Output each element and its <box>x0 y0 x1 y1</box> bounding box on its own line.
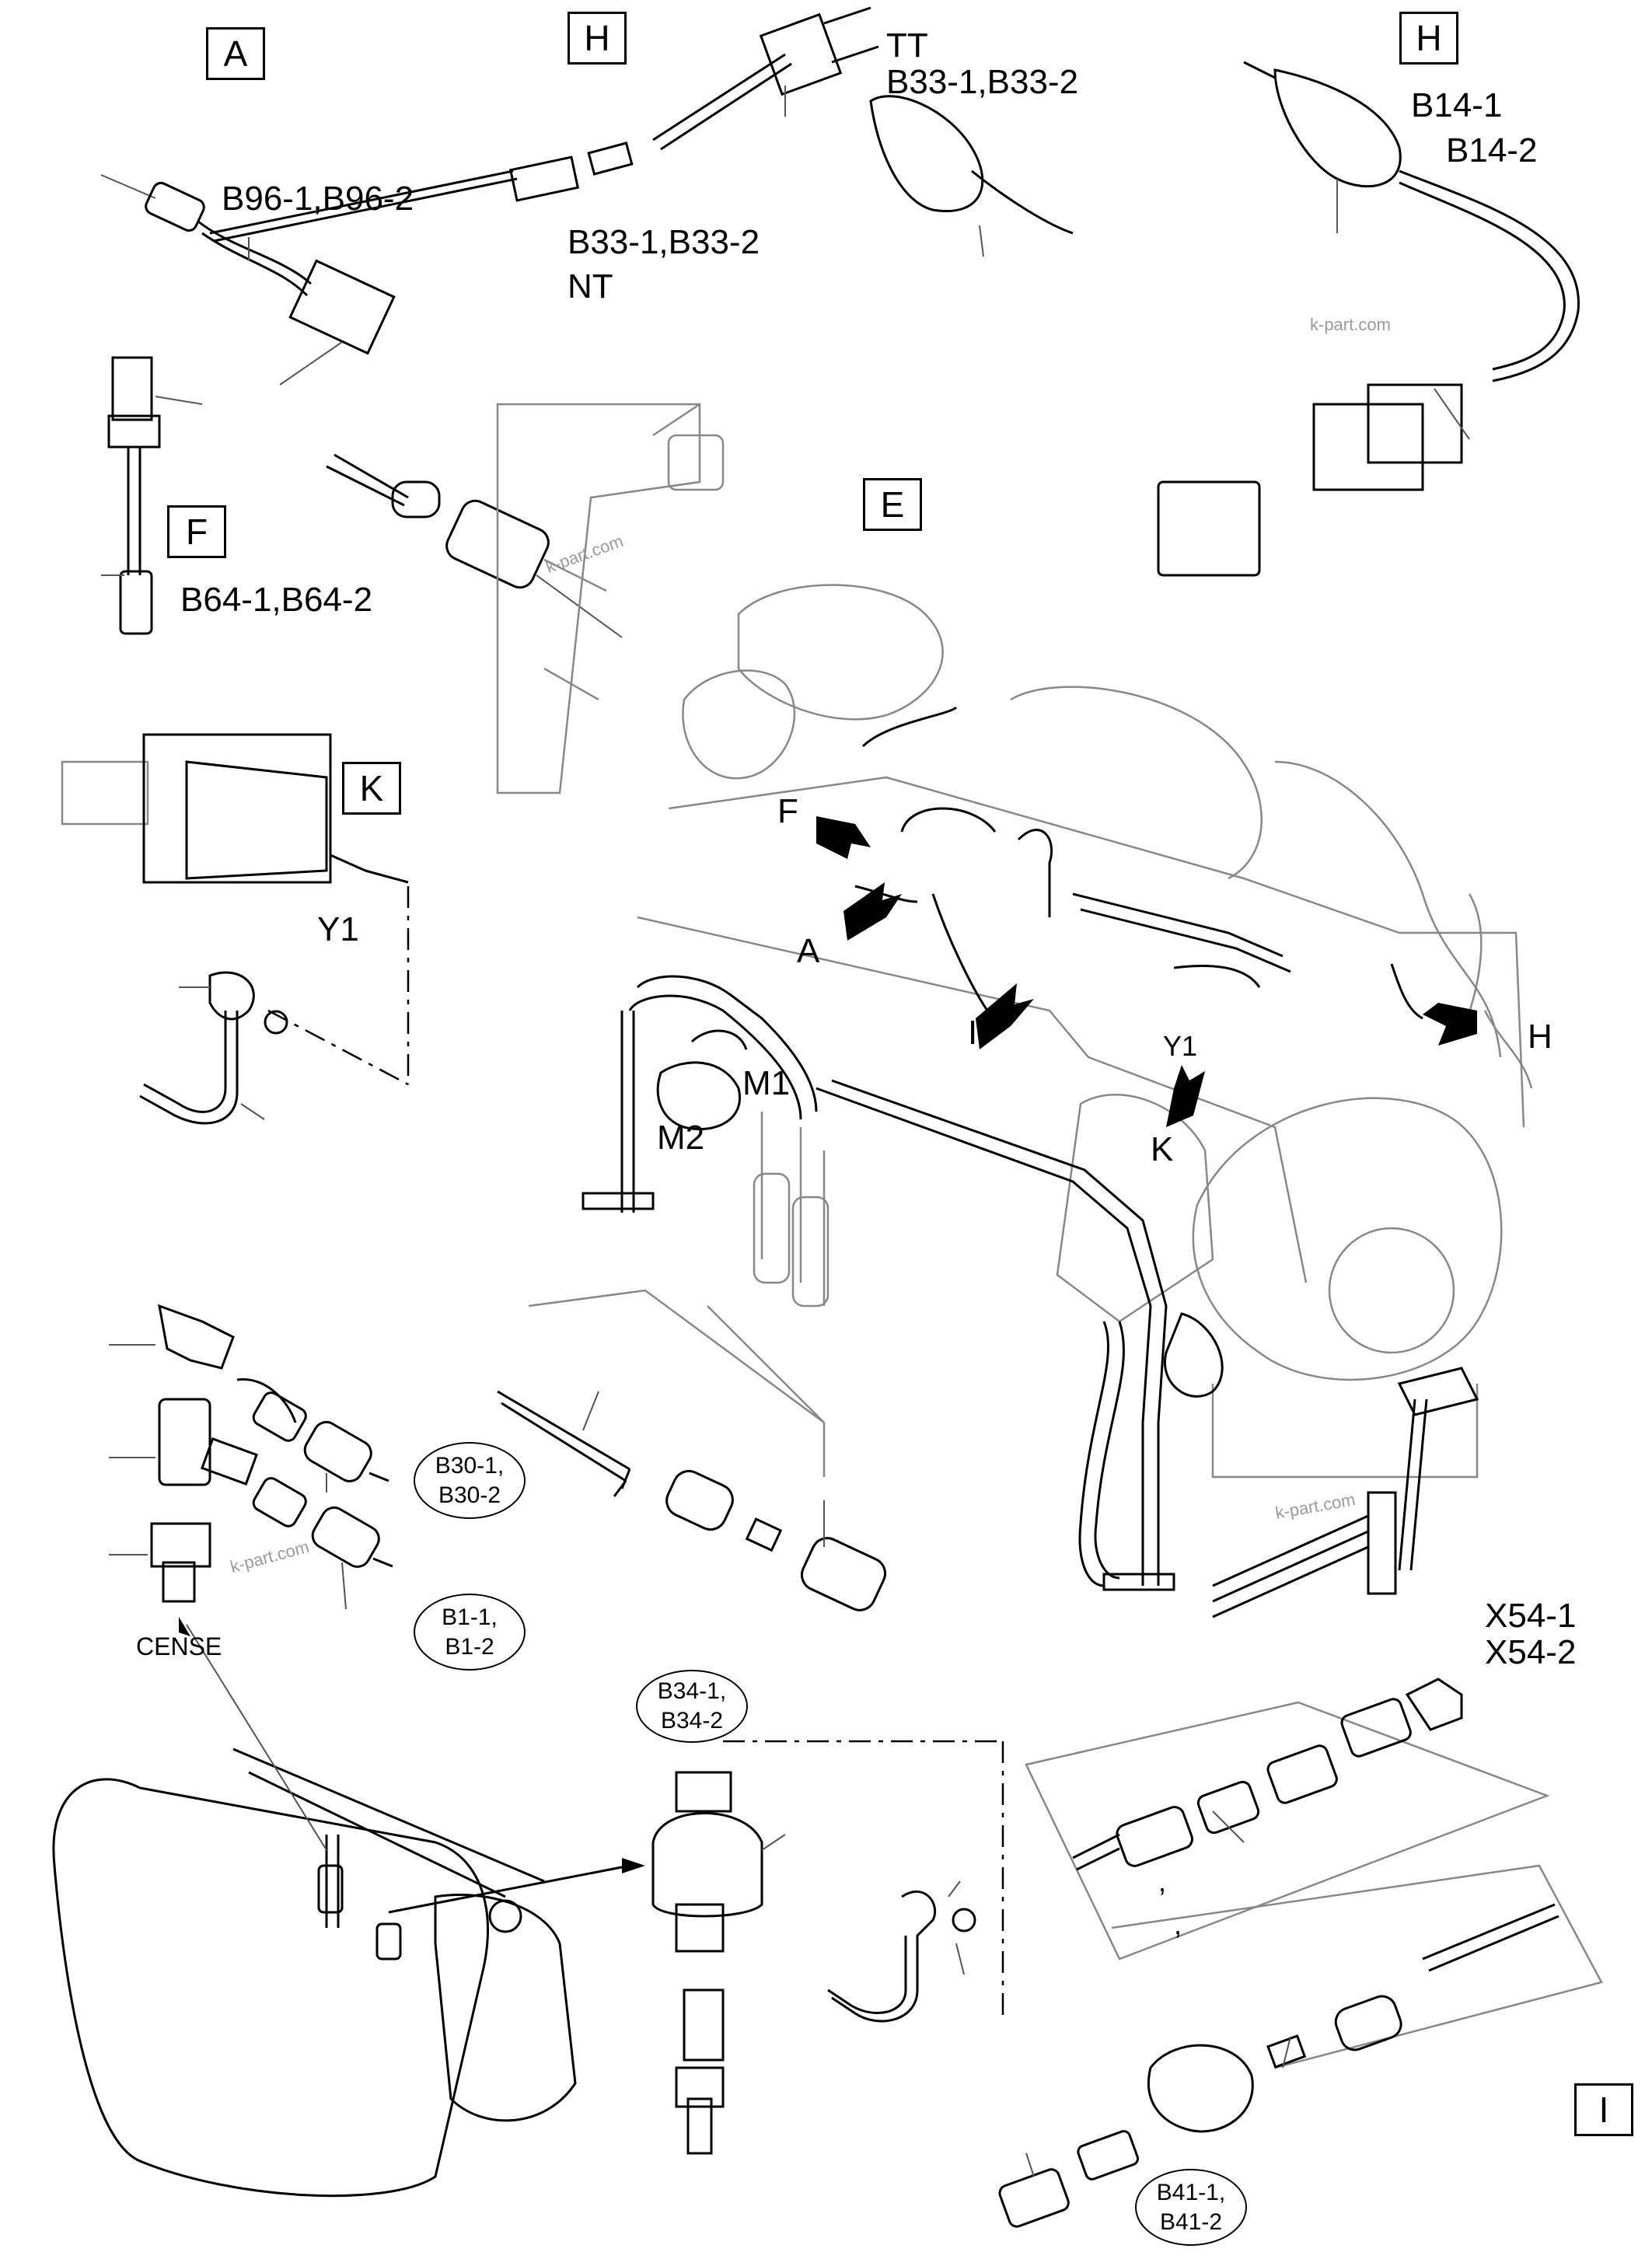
label-m1: M1 <box>742 1064 791 1102</box>
label-y1-engine: Y1 <box>1163 1030 1198 1062</box>
sensor-b14-drawing <box>1157 61 1580 577</box>
label-y1-detail: Y1 <box>317 910 359 948</box>
label-b14-2: B14-2 <box>1446 131 1538 169</box>
oval-b30-line1: B30-1, <box>435 1452 505 1479</box>
engine-arrow-label-h: H <box>1528 1018 1552 1056</box>
label-m2: M2 <box>657 1119 705 1157</box>
oval-b34: B34-1, B34-2 <box>636 1670 748 1743</box>
label-b96: B96-1,B96-2 <box>222 180 414 218</box>
comma-mark-2: , <box>1174 1908 1182 1940</box>
sensor-b41-drawing <box>998 1864 1603 2228</box>
oval-b41: B41-1, B41-2 <box>1135 2169 1247 2246</box>
callout-box-h-right: H <box>1399 12 1458 65</box>
label-b33-tt: B33-1,B33-2 <box>886 63 1079 101</box>
oval-b1-line2: B1-2 <box>445 1633 494 1660</box>
engine-arrow-label-i: I <box>968 1014 978 1052</box>
sensor-b33-drawing <box>209 6 1074 260</box>
label-b14-1: B14-1 <box>1411 86 1503 124</box>
label-nt: NT <box>568 267 613 306</box>
connector-x54-drawing <box>1025 1678 1550 1960</box>
oval-b30: B30-1, B30-2 <box>414 1442 526 1519</box>
label-b64: B64-1,B64-2 <box>180 581 373 619</box>
watermark-1: k-part.com <box>1310 315 1391 334</box>
oval-b34-line1: B34-1, <box>657 1678 727 1704</box>
fittings-b30-b1-drawing <box>109 1304 393 1610</box>
callout-box-k: K <box>342 762 401 815</box>
label-b33-nt: B33-1,B33-2 <box>568 223 760 261</box>
engine-arrow-label-a: A <box>797 932 820 970</box>
oval-b30-line2: B30-2 <box>438 1482 501 1508</box>
callout-box-e: E <box>863 478 922 531</box>
callout-box-a: A <box>206 27 265 80</box>
label-tt: TT <box>886 26 928 65</box>
comma-mark-1: , <box>1158 1866 1167 1898</box>
engine-callout-arrows <box>816 816 1477 1127</box>
label-x54-2: X54-2 <box>1485 1633 1577 1671</box>
label-x54-1: X54-1 <box>1485 1597 1577 1635</box>
engine-arrow-label-f: F <box>777 792 798 830</box>
label-cense: CENSE <box>136 1632 222 1660</box>
oval-b1-line1: B1-1, <box>442 1604 498 1630</box>
callout-box-h-top: H <box>568 12 627 65</box>
callout-box-i: I <box>1574 2083 1633 2136</box>
engine-arrow-label-k: K <box>1151 1130 1174 1168</box>
actuator-y1-drawing <box>61 733 410 1125</box>
engine-assembly-drawing <box>582 584 1533 1618</box>
sensor-b96-drawing <box>100 174 396 386</box>
harness-sensor-center-drawing <box>497 1289 887 1611</box>
callout-box-f: F <box>167 505 226 558</box>
oval-b34-line2: B34-2 <box>660 1708 724 1734</box>
engine-block-background <box>496 403 725 794</box>
oval-b1: B1-1, B1-2 <box>414 1594 526 1671</box>
filter-housing-b34-drawing <box>52 1617 1004 2198</box>
oval-b41-line1: B41-1, <box>1156 2179 1226 2205</box>
oval-b41-line2: B41-2 <box>1159 2208 1223 2235</box>
